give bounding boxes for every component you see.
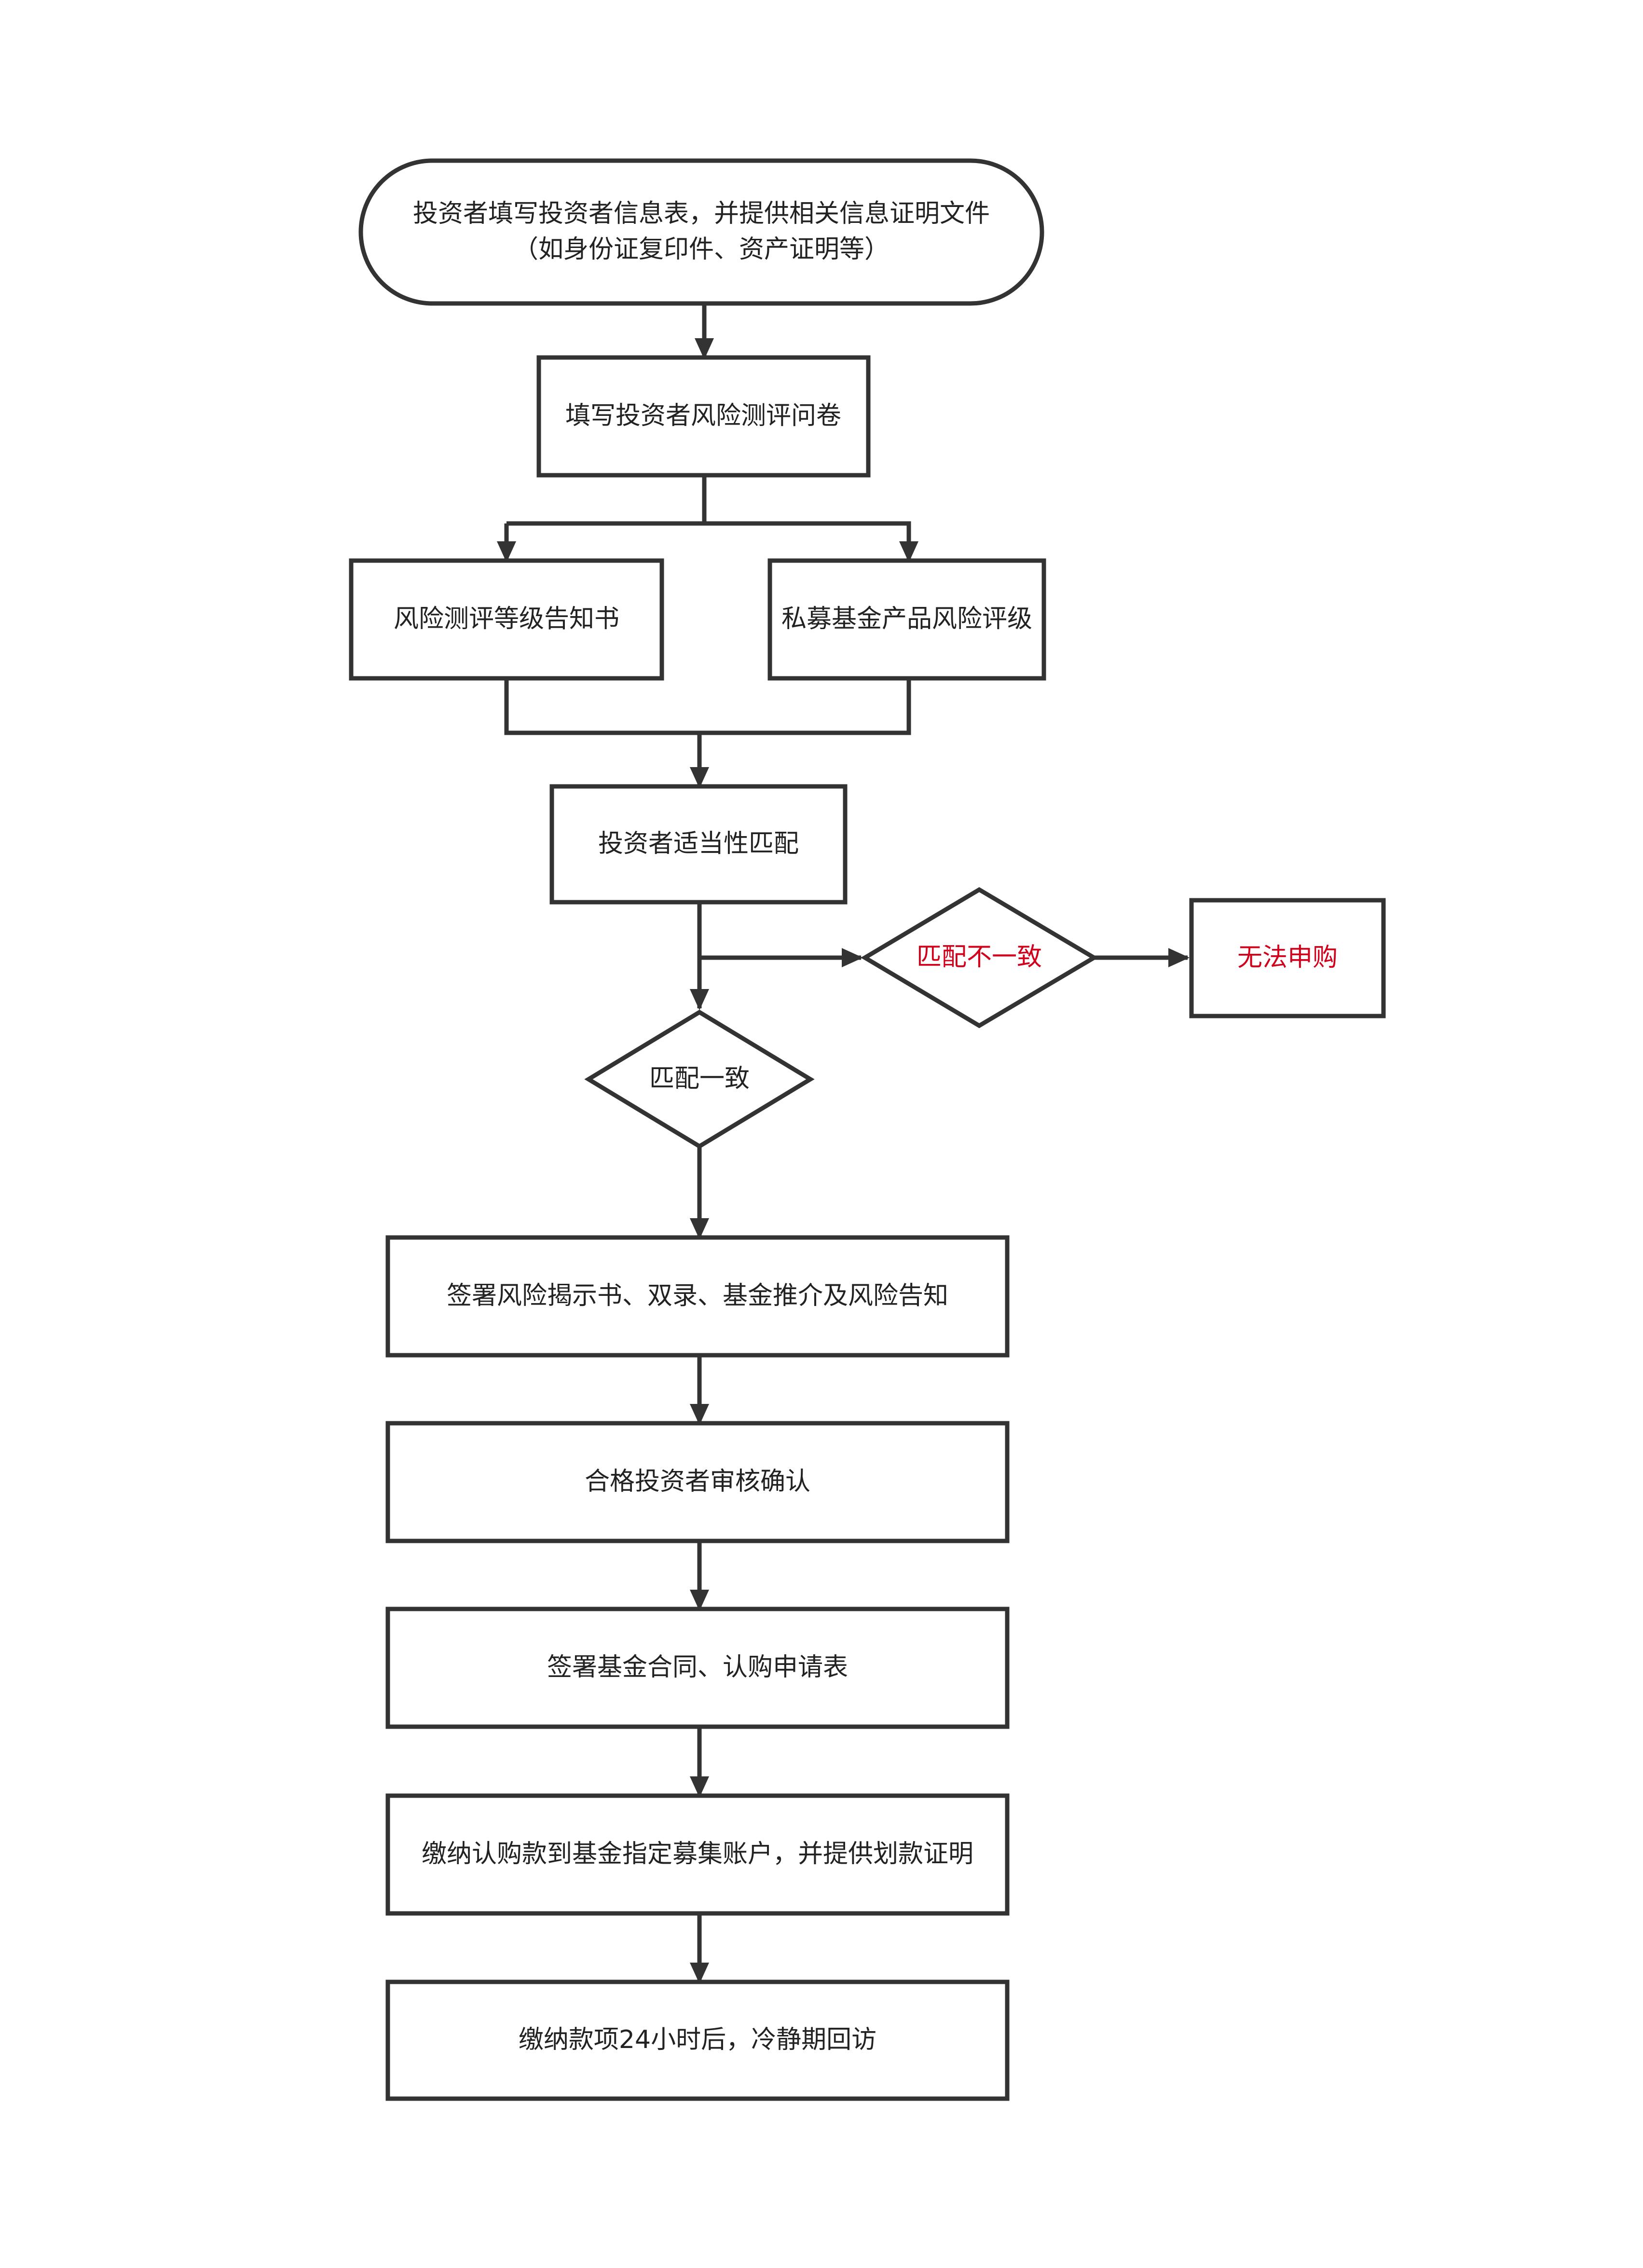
edge-questionnaire-split [507, 475, 707, 526]
suitability-match-label: 投资者适当性匹配 [598, 829, 799, 858]
questionnaire-box [536, 355, 871, 478]
qualified-review-label: 合格投资者审核确认 [585, 1467, 810, 1496]
edge-to-product-rating [704, 521, 918, 563]
cooling-off-box [385, 1979, 1010, 2101]
node-questionnaire: 填写投资者风险测评问卷 [536, 355, 871, 478]
sign-contract-box [385, 1607, 1010, 1729]
node-pay-subscription: 缴纳认购款到基金指定募集账户，并提供划款证明 [385, 1793, 1010, 1916]
start-label-line2: （如身份证复印件、资产证明等） [513, 235, 890, 264]
edges [497, 303, 1190, 1984]
node-sign-disclosure: 签署风险揭示书、双录、基金推介及风险告知 [385, 1235, 1010, 1358]
node-start: 投资者填写投资者信息表，并提供相关信息证明文件 （如身份证复印件、资产证明等） [358, 158, 1044, 306]
sign-disclosure-box [385, 1235, 1010, 1358]
product-rating-label: 私募基金产品风险评级 [781, 605, 1032, 633]
risk-notice-label: 风险测评等级告知书 [394, 605, 619, 633]
node-mismatch: 匹配不一致 [861, 887, 1098, 1029]
node-cannot-purchase: 无法申购 [1189, 898, 1386, 1018]
suitability-match-box [549, 784, 848, 905]
questionnaire-label: 填写投资者风险测评问卷 [565, 401, 841, 430]
node-match: 匹配一致 [584, 1009, 815, 1149]
node-sign-contract: 签署基金合同、认购申请表 [385, 1607, 1010, 1729]
node-risk-notice: 风险测评等级告知书 [349, 558, 664, 681]
product-rating-box [767, 558, 1046, 681]
risk-notice-box [349, 558, 664, 681]
cannot-purchase-box [1189, 898, 1386, 1018]
start-terminal-shape [358, 158, 1044, 306]
match-label: 匹配一致 [649, 1064, 750, 1093]
match-diamond [584, 1009, 815, 1149]
cooling-off-label: 缴纳款项24小时后，冷静期回访 [519, 2025, 876, 2054]
mismatch-label: 匹配不一致 [917, 943, 1042, 972]
pay-subscription-box [385, 1793, 1010, 1916]
node-qualified-review: 合格投资者审核确认 [385, 1421, 1010, 1543]
node-product-rating: 私募基金产品风险评级 [767, 558, 1046, 681]
mismatch-diamond [861, 887, 1098, 1029]
pay-subscription-label: 缴纳认购款到基金指定募集账户，并提供划款证明 [422, 1840, 973, 1869]
cannot-purchase-label: 无法申购 [1237, 943, 1338, 972]
qualified-review-box [385, 1421, 1010, 1543]
edge-merge [504, 678, 911, 735]
sign-contract-label: 签署基金合同、认购申请表 [547, 1653, 848, 1682]
start-label-line1: 投资者填写投资者信息表，并提供相关信息证明文件 [413, 199, 990, 228]
sign-disclosure-label: 签署风险揭示书、双录、基金推介及风险告知 [447, 1281, 948, 1310]
node-suitability-match: 投资者适当性匹配 [549, 784, 848, 905]
node-cooling-off: 缴纳款项24小时后，冷静期回访 [385, 1979, 1010, 2101]
